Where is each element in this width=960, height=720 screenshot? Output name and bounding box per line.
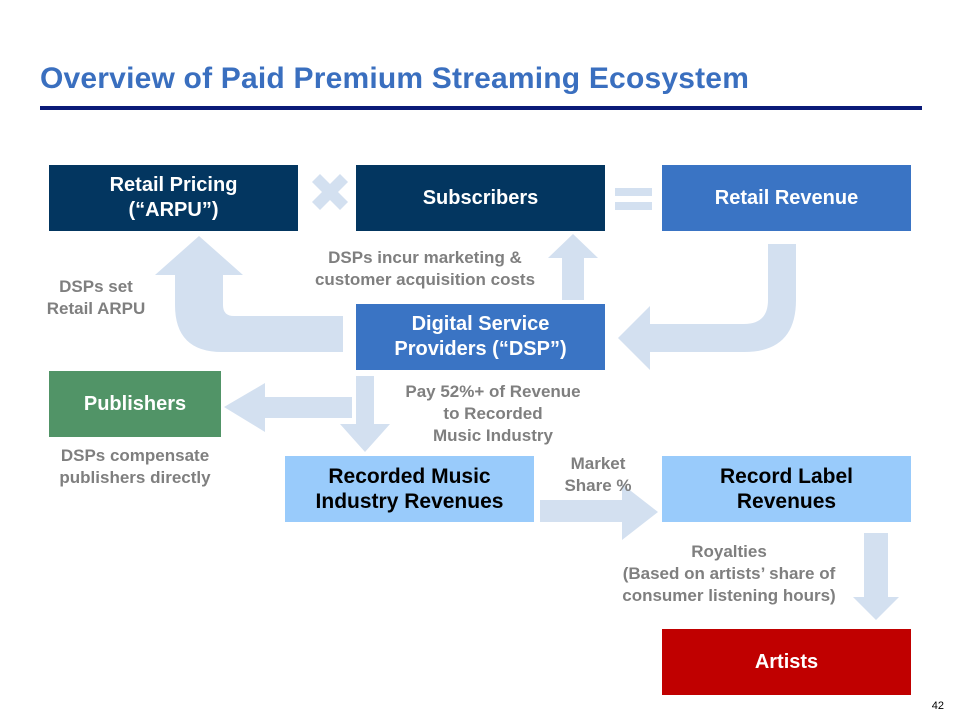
arrow-recorded-to-record-label [540, 484, 658, 540]
retail-revenue-box: Retail Revenue [662, 165, 911, 231]
retail-pricing-box: Retail Pricing (“ARPU”) [49, 165, 298, 231]
page-number: 42 [931, 700, 944, 712]
dsp-box: Digital Service Providers (“DSP”) [356, 304, 605, 370]
note-royalties: Royalties (Based on artists’ share of co… [622, 542, 836, 605]
note-dsps-set-arpu: DSPs set Retail ARPU [46, 277, 146, 318]
arrow-dsp-to-retail-pricing [155, 236, 343, 352]
note-market-share: Market Share % [564, 454, 632, 495]
slide-title: Overview of Paid Premium Streaming Ecosy… [40, 62, 750, 95]
arrow-retail-revenue-to-dsp [618, 244, 796, 370]
recorded-music-revenues-box: Recorded Music Industry Revenues [285, 456, 534, 522]
arrow-dsp-to-subscribers [548, 234, 598, 300]
title-divider [40, 106, 922, 110]
note-dsps-incur-costs: DSPs incur marketing & customer acquisit… [314, 248, 536, 289]
subscribers-box: Subscribers [356, 165, 605, 231]
artists-box: Artists [662, 629, 911, 695]
note-dsps-compensate-publishers: DSPs compensate publishers directly [59, 446, 211, 487]
arrow-dsp-to-recorded-music [340, 376, 390, 452]
multiply-icon [312, 174, 348, 210]
publishers-box: Publishers [49, 371, 221, 437]
arrow-record-label-to-artists [853, 533, 899, 620]
equals-icon [615, 188, 652, 210]
arrow-dsp-to-publishers [224, 383, 352, 432]
record-label-revenues-box: Record Label Revenues [662, 456, 911, 522]
note-pay-52-percent: Pay 52%+ of Revenue to Recorded Music In… [405, 382, 581, 445]
